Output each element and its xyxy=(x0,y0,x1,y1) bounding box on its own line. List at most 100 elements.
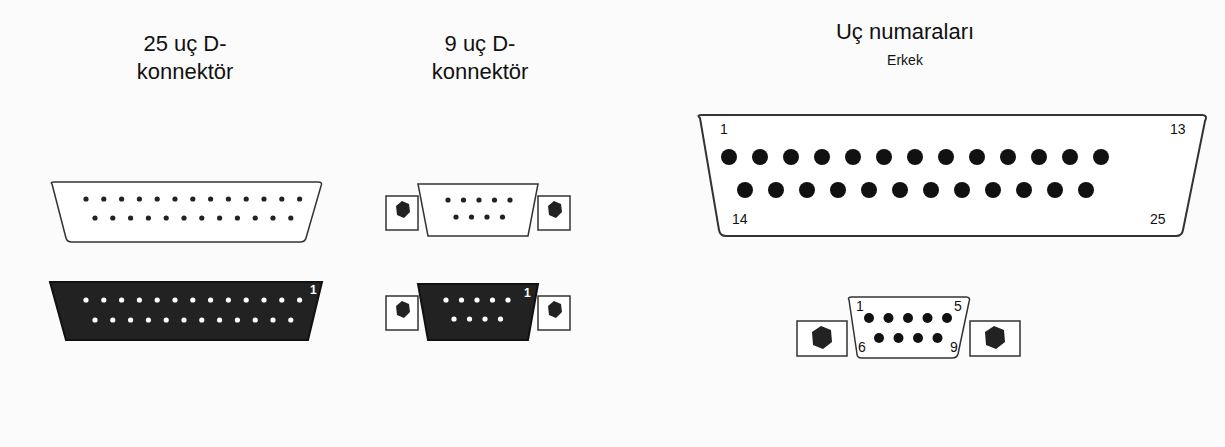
pin-dot xyxy=(119,196,124,201)
pin-dot xyxy=(226,196,231,201)
pin-dot xyxy=(874,333,884,343)
pin-dot xyxy=(490,297,495,302)
pin-dot xyxy=(482,316,487,321)
pin-dot xyxy=(451,316,456,321)
pin-dot xyxy=(884,313,894,323)
pin-dot xyxy=(459,297,464,302)
pin-dot xyxy=(244,297,249,302)
pin-dot xyxy=(892,182,908,198)
section-title: Uç numaraları xyxy=(836,18,974,46)
pin-dot xyxy=(814,149,830,165)
pin-dot xyxy=(505,297,510,302)
pin-dot xyxy=(181,215,186,220)
pin-dot xyxy=(155,297,160,302)
pin-dot xyxy=(461,197,466,202)
pin-dot xyxy=(443,297,448,302)
pin-dot xyxy=(92,317,97,322)
pin-dot xyxy=(894,333,904,343)
pin-dot xyxy=(128,317,133,322)
pin-dot xyxy=(467,316,472,321)
pin-dot xyxy=(445,197,450,202)
pin-dot xyxy=(507,197,512,202)
pin-dot xyxy=(235,317,240,322)
pin-dot xyxy=(261,196,266,201)
pin-number: 1 xyxy=(310,283,317,298)
pin-dot xyxy=(752,149,768,165)
pin-dot xyxy=(492,197,497,202)
pin-number: 25 xyxy=(1150,211,1166,229)
pin-dot xyxy=(128,215,133,220)
pin-dot xyxy=(253,317,258,322)
pin-number: 9 xyxy=(950,339,958,357)
pin-dot xyxy=(155,196,160,201)
pin-dot xyxy=(101,297,106,302)
pin-dot xyxy=(261,297,266,302)
pin-dot xyxy=(208,196,213,201)
connector-title: 25 uç D-konnektör xyxy=(100,30,270,85)
pin-dot xyxy=(297,297,302,302)
pin-dot xyxy=(923,313,933,323)
pin-dot xyxy=(876,149,892,165)
connector-title: 9 uç D-konnektör xyxy=(405,30,555,85)
pin-dot xyxy=(923,182,939,198)
pin-dot xyxy=(253,215,258,220)
db9-dark xyxy=(386,284,570,340)
pin-dot xyxy=(146,215,151,220)
pin-dot xyxy=(297,196,302,201)
pin-dot xyxy=(110,215,115,220)
pin-dot xyxy=(498,316,503,321)
pin-dot xyxy=(279,196,284,201)
pin-number: 1 xyxy=(856,298,864,316)
pin-dot xyxy=(907,149,923,165)
pin-dot xyxy=(1078,182,1094,198)
pin-number: 6 xyxy=(858,339,866,357)
pin-dot xyxy=(864,313,874,323)
db9-outline xyxy=(386,184,570,236)
pin-dot xyxy=(137,196,142,201)
pin-dot xyxy=(217,215,222,220)
pin-dot xyxy=(244,196,249,201)
pin-dot xyxy=(190,196,195,201)
pin-dot xyxy=(476,197,481,202)
pin-dot xyxy=(83,196,88,201)
pin-number: 13 xyxy=(1170,121,1186,139)
pin-dot xyxy=(172,297,177,302)
pin-number: 14 xyxy=(732,211,748,229)
pin-dot xyxy=(830,182,846,198)
pin-number: 1 xyxy=(524,286,531,301)
pin-dot xyxy=(137,297,142,302)
pin-dot xyxy=(985,182,1001,198)
pin-dot xyxy=(942,313,952,323)
pin-dot xyxy=(484,214,489,219)
pin-dot xyxy=(190,297,195,302)
pin-dot xyxy=(768,182,784,198)
pin-dot xyxy=(861,182,877,198)
pin-dot xyxy=(110,317,115,322)
db25-male-outline xyxy=(698,115,1206,236)
db25-outline xyxy=(51,182,321,242)
pin-dot xyxy=(172,196,177,201)
pin-number: 5 xyxy=(954,298,962,316)
pin-dot xyxy=(288,317,293,322)
pin-dot xyxy=(208,297,213,302)
pin-dot xyxy=(938,149,954,165)
pin-dot xyxy=(913,333,923,343)
pin-dot xyxy=(721,149,737,165)
pin-dot xyxy=(92,215,97,220)
pin-dot xyxy=(1062,149,1078,165)
pin-dot xyxy=(737,182,753,198)
pin-dot xyxy=(199,215,204,220)
pin-dot xyxy=(954,182,970,198)
pin-dot xyxy=(1093,149,1109,165)
pin-dot xyxy=(217,317,222,322)
pin-dot xyxy=(279,297,284,302)
pin-dot xyxy=(500,214,505,219)
pin-dot xyxy=(270,215,275,220)
pin-number: 1 xyxy=(720,121,728,139)
db25-dark xyxy=(50,282,322,340)
pin-dot xyxy=(83,297,88,302)
pin-dot xyxy=(235,215,240,220)
pin-dot xyxy=(453,214,458,219)
pin-dot xyxy=(469,214,474,219)
pin-dot xyxy=(1016,182,1032,198)
